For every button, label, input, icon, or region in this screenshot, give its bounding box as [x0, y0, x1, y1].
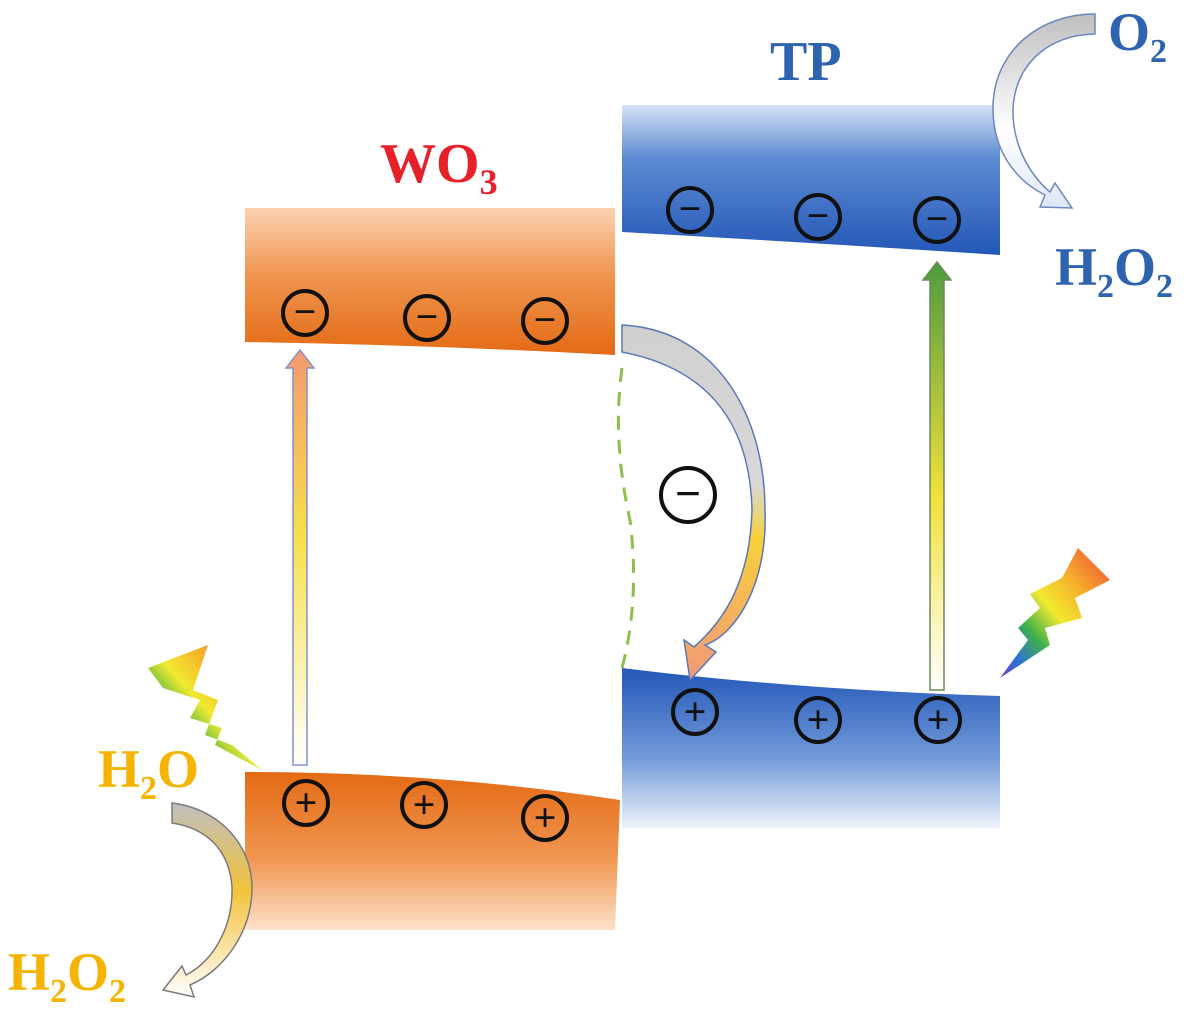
interface-line — [616, 367, 636, 669]
electron-symbol: − — [794, 193, 842, 241]
light-bolt-icon — [148, 645, 262, 770]
excitation-arrow-icon — [921, 260, 953, 691]
svg-text:−: − — [807, 193, 830, 238]
electrons-tp-cb: − − − — [666, 186, 961, 244]
h2o2-tp-label: H2O2 — [1055, 237, 1173, 305]
svg-text:+: + — [684, 689, 707, 734]
wo3-valence-band — [245, 772, 620, 930]
svg-text:−: − — [926, 196, 949, 241]
svg-text:+: + — [413, 782, 436, 827]
svg-text:−: − — [679, 186, 702, 231]
electrons-wo3-cb: − − − — [281, 289, 569, 345]
holes-tp-vb: + + + — [671, 688, 962, 744]
svg-text:−: − — [675, 468, 701, 519]
hole-symbol: + — [914, 696, 962, 744]
svg-text:−: − — [416, 294, 439, 339]
electron-symbol: − — [666, 186, 714, 234]
hole-symbol: + — [671, 688, 719, 736]
electron-symbol: − — [913, 196, 961, 244]
hole-symbol: + — [794, 696, 842, 744]
svg-text:+: + — [927, 697, 950, 742]
transfer-arrow-icon — [621, 324, 766, 682]
svg-text:−: − — [294, 289, 317, 334]
o2-label: O2 — [1108, 2, 1167, 70]
electron-symbol: − — [281, 289, 329, 337]
light-bolt-icon — [1000, 548, 1110, 678]
hole-symbol: + — [400, 781, 448, 829]
tp-label: TP — [770, 31, 842, 93]
transfer-arrow-icon — [992, 13, 1096, 209]
hole-symbol: + — [282, 779, 330, 827]
excitation-arrow-icon — [284, 348, 316, 766]
tp-conduction-band — [622, 105, 1000, 255]
holes-wo3-vb: + + + — [282, 779, 569, 842]
electron-symbol: − — [403, 294, 451, 342]
transfer-arrow-icon — [161, 802, 253, 999]
svg-text:−: − — [534, 297, 557, 342]
h2o2-wo3-label: H2O2 — [8, 942, 126, 1010]
svg-text:+: + — [534, 795, 557, 840]
tp-valence-band — [622, 668, 1000, 828]
svg-text:+: + — [295, 780, 318, 825]
svg-text:+: + — [807, 697, 830, 742]
wo3-label: WO3 — [380, 133, 498, 202]
electron-interface: − — [659, 466, 717, 524]
h2o-label: H2O — [98, 739, 199, 807]
electron-symbol: − — [521, 297, 569, 345]
hole-symbol: + — [521, 794, 569, 842]
